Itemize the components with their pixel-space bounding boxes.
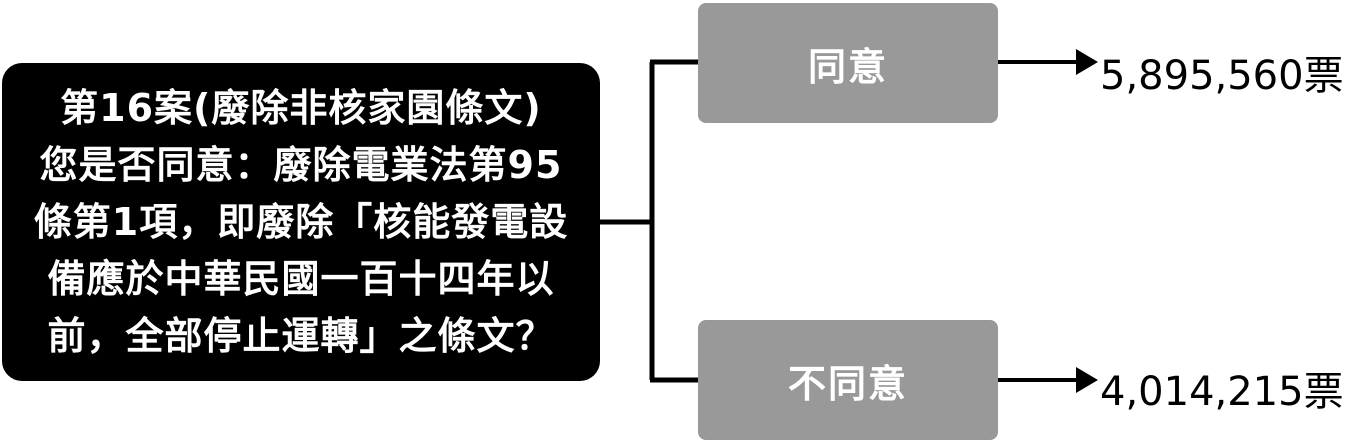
question-line: 條第1項，即廢除「核能發電設 [33, 199, 569, 244]
option-agree-label: 同意 [807, 44, 888, 89]
referendum-question-box: 第16案(廢除非核家園條文) 您是否同意：廢除電業法第95 條第1項，即廢除「核… [2, 63, 600, 381]
referendum-question-text: 第16案(廢除非核家園條文) 您是否同意：廢除電業法第95 條第1項，即廢除「核… [34, 80, 568, 365]
agree-arrowhead [1076, 49, 1098, 75]
agree-vote-count: 5,895,560票 [1100, 53, 1344, 99]
option-disagree-label: 不同意 [787, 361, 908, 406]
question-line: 第16案(廢除非核家園條文) [60, 85, 542, 130]
question-line: 前，全部停止運轉」之條文？ [47, 313, 555, 358]
question-line: 您是否同意：廢除電業法第95 [39, 142, 563, 187]
question-line: 備應於中華民國一百十四年以 [47, 256, 555, 301]
option-agree-box: 同意 [698, 3, 998, 123]
option-disagree-box: 不同意 [698, 320, 998, 440]
disagree-arrowhead [1076, 367, 1098, 393]
disagree-vote-count: 4,014,215票 [1100, 369, 1344, 415]
